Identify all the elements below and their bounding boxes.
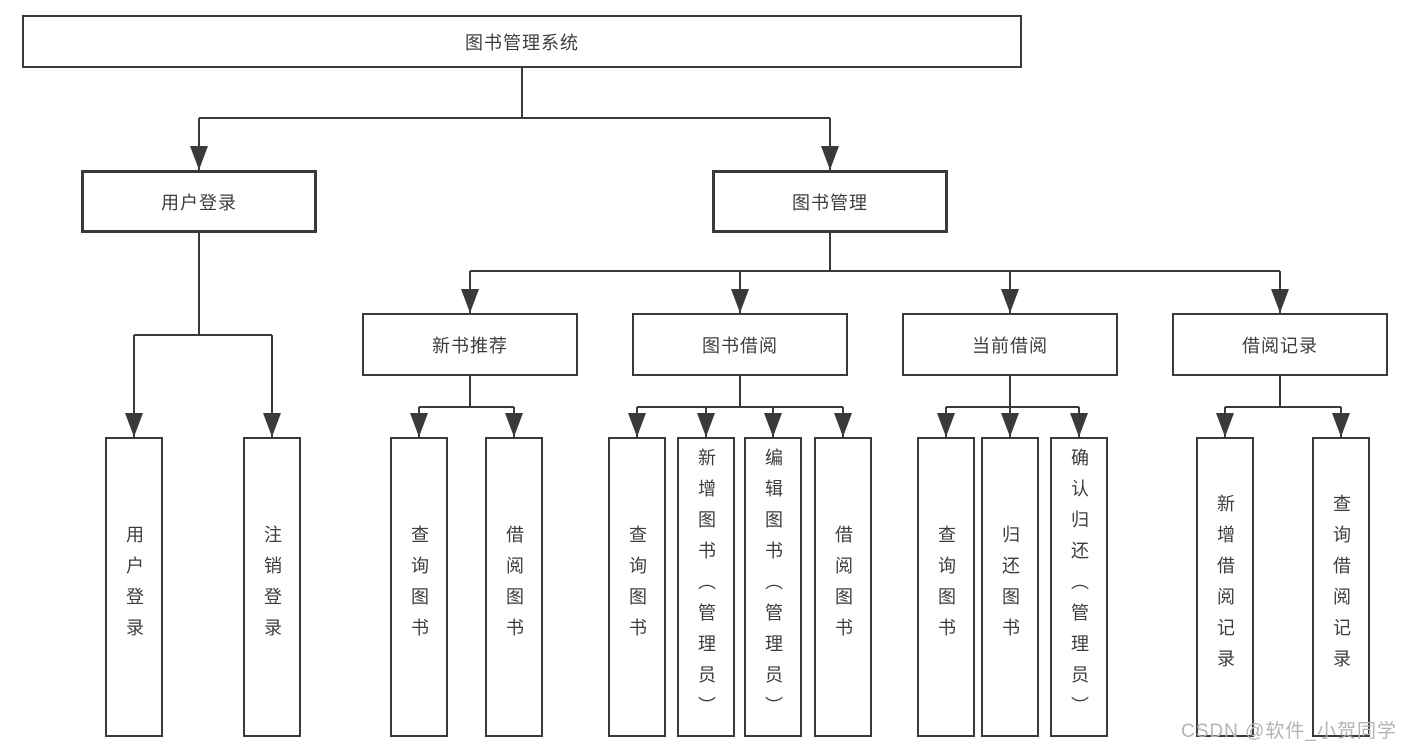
leaf-query-books-current: 查询图书 [917, 437, 975, 737]
leaf-query-books-borrow: 查询图书 [608, 437, 666, 737]
node-user-login: 用户登录 [81, 170, 317, 233]
node-new-book-recommend: 新书推荐 [362, 313, 578, 376]
leaf-borrow-books-recommend: 借阅图书 [485, 437, 543, 737]
leaf-user-login: 用户登录 [105, 437, 163, 737]
leaf-borrow-books: 借阅图书 [814, 437, 872, 737]
leaf-return-books: 归还图书 [981, 437, 1039, 737]
leaf-confirm-return-admin: 确认归还（管理员） [1050, 437, 1108, 737]
leaf-query-borrow-record: 查询借阅记录 [1312, 437, 1370, 737]
leaf-add-borrow-record: 新增借阅记录 [1196, 437, 1254, 737]
leaf-logout: 注销登录 [243, 437, 301, 737]
leaf-add-books-admin: 新增图书（管理员） [677, 437, 735, 737]
leaf-query-books-recommend: 查询图书 [390, 437, 448, 737]
node-borrow-records: 借阅记录 [1172, 313, 1388, 376]
csdn-watermark: CSDN @软件_小贺同学 [1181, 721, 1397, 742]
node-library-management-system: 图书管理系统 [22, 15, 1022, 68]
node-current-borrow: 当前借阅 [902, 313, 1118, 376]
node-book-management: 图书管理 [712, 170, 948, 233]
node-book-borrow: 图书借阅 [632, 313, 848, 376]
leaf-edit-books-admin: 编辑图书（管理员） [744, 437, 802, 737]
